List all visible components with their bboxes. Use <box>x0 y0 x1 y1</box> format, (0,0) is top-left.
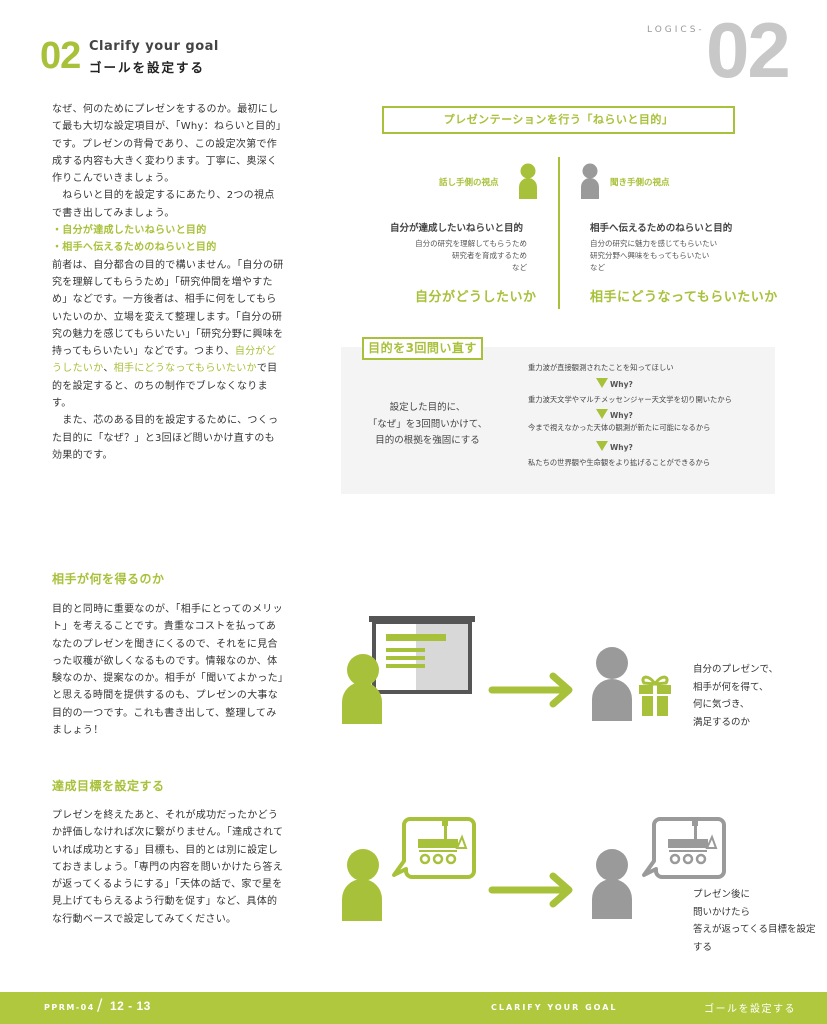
listener-examples: 自分の研究に魅力を感じてもらいたい 研究分野へ興味をもってもらいたい など <box>590 238 717 274</box>
listener-label: 聞き手側の視点 <box>610 178 670 188</box>
audience-with-gift-illustration <box>592 647 671 721</box>
chapter-title-en: Clarify your goal <box>89 39 219 54</box>
speaker-question-illustration <box>342 817 573 921</box>
gain-caption: 自分のプレゼンで、 相手が何を得て、 何に気づき、 満足するのか <box>693 661 778 731</box>
audience-answer-illustration <box>592 817 726 919</box>
section-gain-body: 目的と同時に重要なのが、「相手にとってのメリット」を考えることです。貴重なコスト… <box>52 604 284 737</box>
target-caption-line-1: プレゼン後に <box>693 889 751 900</box>
why-description: 設定した目的に、 「なぜ」を3回問いかけて、 目的の根拠を強固にする <box>365 400 490 450</box>
chapter-title-jp: ゴールを設定する <box>89 60 206 75</box>
p3-sep: 、 <box>103 363 114 375</box>
why-desc-line-2: 「なぜ」を3回問いかけて、 <box>367 418 488 430</box>
p3-text: 前者は、自分都合の目的で構いません。「自分の研究を理解してもらうため」「研究仲間… <box>52 259 284 358</box>
big-chapter-number: 02 <box>706 6 791 94</box>
section-target-title: 達成目標を設定する <box>52 779 165 793</box>
down-triangle-icon <box>596 441 608 451</box>
footer-title-en: CLARIFY YOUR GOAL <box>491 1003 618 1012</box>
down-triangle-icon <box>596 409 608 419</box>
why-arrow-1: Why? <box>596 378 633 389</box>
target-caption-line-3: 答えが返ってくる目標を設定 <box>693 924 816 935</box>
speaker-example-2: 研究者を育成するため <box>452 251 527 260</box>
down-triangle-icon <box>596 378 608 388</box>
why-chain-step-1: 重力波が直接観測されたことを知ってほしい <box>528 363 674 372</box>
target-caption-line-2: 問いかけたら <box>693 906 751 918</box>
listener-example-1: 自分の研究に魅力を感じてもらいたい <box>590 239 718 248</box>
p3-text-end: で目的を設定すると、のちの制作でブレなくなります。 <box>52 363 278 410</box>
target-caption: プレゼン後に 問いかけたら 答えが返ってくる目標を設定 する <box>693 886 816 956</box>
highlight-audience: 相手にどうなってもらいたいか <box>113 363 257 375</box>
speaker-example-1: 自分の研究を理解してもらうため <box>415 239 527 248</box>
aims-diagram-title: プレゼンテーションを行う「ねらいと目的」 <box>382 106 735 134</box>
gain-caption-line-1: 自分のプレゼンで、 <box>693 664 779 675</box>
aims-divider <box>558 157 560 309</box>
footer-bar <box>0 992 827 1024</box>
speaker-examples: 自分の研究を理解してもらうため 研究者を育成するため など <box>380 238 527 274</box>
footer-code: PPRM-04 <box>44 1003 95 1012</box>
why-chain-step-3: 今まで視えなかった天体の観測が新たに可能になるから <box>528 423 711 432</box>
logics-label: LOGICS- <box>647 25 705 35</box>
why-arrow-3: Why? <box>596 441 633 452</box>
why-chain-step-2: 重力波天文学やマルチメッセンジャー天文学を切り開いたから <box>528 395 732 404</box>
gain-caption-line-4: 満足するのか <box>693 716 751 728</box>
why-label: Why? <box>610 380 633 389</box>
gain-caption-line-3: 何に気づき、 <box>693 699 750 710</box>
highlight-self: 自分がどうしたいか <box>52 346 277 375</box>
gift-icon <box>639 675 671 716</box>
why-label: Why? <box>610 411 633 420</box>
bullet-self: ・自分が達成したいねらいと目的 <box>52 225 207 237</box>
section-gain-title: 相手が何を得るのか <box>52 572 165 586</box>
why-panel <box>341 347 775 494</box>
listener-example-2: 研究分野へ興味をもってもらいたい <box>590 251 710 260</box>
speaker-summary: 自分がどうしたいか <box>415 290 537 305</box>
intro-paragraph-2: ねらいと目的を設定するにあたり、2つの視点で書き出してみましょう。 <box>52 190 275 219</box>
target-caption-line-4: する <box>693 941 713 953</box>
gain-caption-line-2: 相手が何を得て、 <box>693 681 769 693</box>
speaker-person-icon <box>519 163 537 199</box>
why-panel-tag: 目的を3回問い直す <box>362 337 483 360</box>
rover-icon <box>668 821 718 865</box>
why-chain-step-4: 私たちの世界観や生命観をより拡げることができるから <box>528 458 711 467</box>
speaker-label: 話し手側の視点 <box>439 178 499 188</box>
footer-page-numbers: 12 - 13 <box>110 999 151 1013</box>
why-desc-line-1: 設定した目的に、 <box>389 402 466 413</box>
listener-heading: 相手へ伝えるためのねらいと目的 <box>590 223 733 234</box>
rover-icon <box>418 821 468 865</box>
intro-text: なぜ、何のためにプレゼンをするのか。最初にして最も大切な設定項目が、「Why：ね… <box>52 101 284 464</box>
chapter-number: 02 <box>40 35 81 77</box>
intro-paragraph-3: 前者は、自分都合の目的で構いません。「自分の研究を理解してもらうため」「研究仲間… <box>52 257 284 413</box>
speaker-heading: 自分が達成したいねらいと目的 <box>390 223 524 234</box>
footer-slash: / <box>97 995 103 1014</box>
listener-example-3: など <box>590 263 605 272</box>
why-arrow-2: Why? <box>596 409 633 420</box>
intro-paragraph-1: なぜ、何のためにプレゼンをするのか。最初にして最も大切な設定項目が、「Why：ね… <box>52 104 282 185</box>
listener-summary: 相手にどうなってもらいたいか <box>590 290 778 305</box>
why-desc-line-3: 目的の根拠を強固にする <box>375 435 480 446</box>
speaker-example-3: など <box>512 263 527 272</box>
why-label: Why? <box>610 443 633 452</box>
bullet-audience: ・相手へ伝えるためのねらいと目的 <box>52 242 217 254</box>
intro-paragraph-4: また、芯のある目的を設定するために、つくった目的に「なぜ？」と3回ほど問いかけ直… <box>52 415 279 461</box>
section-target-body: プレゼンを終えたあと、それが成功だったかどうか評価しなければ次に繋がりません。「… <box>52 810 284 925</box>
footer-title-jp: ゴールを設定する <box>704 1004 796 1015</box>
listener-person-icon <box>581 163 599 199</box>
presentation-illustration <box>342 616 573 724</box>
